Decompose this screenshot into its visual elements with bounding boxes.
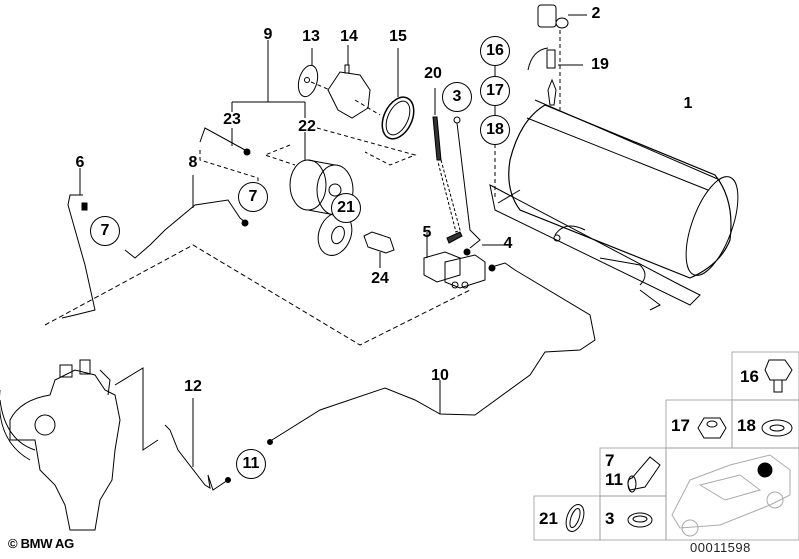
callout-9[interactable]: 9 bbox=[263, 26, 273, 43]
callout-4[interactable]: 4 bbox=[503, 235, 513, 252]
callout-22[interactable]: 22 bbox=[298, 118, 316, 135]
pipe-part-23[interactable] bbox=[199, 127, 259, 186]
legend-grid bbox=[533, 351, 799, 541]
callout-18[interactable]: 18 bbox=[480, 115, 510, 145]
callout-6[interactable]: 6 bbox=[75, 154, 85, 171]
callout-24[interactable]: 24 bbox=[371, 270, 389, 287]
callout-16[interactable]: 16 bbox=[480, 36, 510, 66]
legend-label-11: 11 bbox=[605, 470, 623, 489]
seal-ring-icon bbox=[627, 512, 653, 528]
callout-11[interactable]: 11 bbox=[236, 449, 266, 479]
flange-part-14[interactable] bbox=[327, 45, 381, 119]
sensor-part-19[interactable] bbox=[527, 47, 583, 106]
valve-block-part-5[interactable] bbox=[423, 232, 486, 289]
hex-nut-icon bbox=[697, 417, 727, 439]
legend-label-18: 18 bbox=[737, 416, 756, 435]
callout-3[interactable]: 3 bbox=[442, 82, 472, 112]
fitting-part-24[interactable] bbox=[363, 231, 395, 268]
washer-icon bbox=[761, 419, 793, 437]
callout-20[interactable]: 20 bbox=[424, 65, 442, 82]
o-ring-icon bbox=[565, 504, 585, 532]
seal-ring-part-15[interactable] bbox=[376, 48, 420, 144]
callout-7a[interactable]: 7 bbox=[238, 182, 268, 212]
callout-15[interactable]: 15 bbox=[389, 28, 407, 45]
callout-5[interactable]: 5 bbox=[422, 224, 432, 241]
callout-14[interactable]: 14 bbox=[340, 28, 358, 45]
legend-label-3: 3 bbox=[605, 509, 615, 528]
legend-label-16: 16 bbox=[740, 367, 759, 386]
callout-19[interactable]: 19 bbox=[591, 56, 609, 73]
diagram-number: 00011598 bbox=[690, 540, 751, 555]
pressure-regulator[interactable] bbox=[0, 359, 159, 531]
pipe-part-8[interactable] bbox=[124, 175, 249, 259]
callout-23[interactable]: 23 bbox=[223, 111, 241, 128]
pipe-part-10[interactable] bbox=[267, 262, 596, 445]
callout-12[interactable]: 12 bbox=[184, 378, 202, 395]
callout-17[interactable]: 17 bbox=[480, 76, 510, 106]
legend-label-21: 21 bbox=[539, 509, 558, 528]
pipe-part-6[interactable] bbox=[61, 168, 96, 319]
copyright-notice: © BMW AG bbox=[8, 536, 74, 551]
callout-13[interactable]: 13 bbox=[302, 28, 320, 45]
callout-8[interactable]: 8 bbox=[188, 154, 198, 171]
callout-2[interactable]: 2 bbox=[591, 5, 601, 22]
callout-21[interactable]: 21 bbox=[331, 193, 361, 223]
callout-10[interactable]: 10 bbox=[431, 367, 449, 384]
legend-label-7: 7 bbox=[605, 451, 615, 470]
callout-7b[interactable]: 7 bbox=[90, 216, 120, 246]
legend-label-17: 17 bbox=[671, 416, 690, 435]
washer-part-13[interactable] bbox=[295, 48, 331, 99]
pipe-part-4[interactable] bbox=[453, 116, 510, 256]
gas-tank[interactable] bbox=[489, 99, 749, 311]
valve-part-2[interactable] bbox=[537, 4, 587, 110]
callout-1[interactable]: 1 bbox=[683, 95, 693, 112]
bolt-icon bbox=[764, 359, 793, 393]
pipe-part-12[interactable] bbox=[164, 398, 231, 491]
car-location-icon bbox=[671, 454, 791, 537]
fitting-icon bbox=[627, 456, 661, 493]
rod-part-20[interactable] bbox=[432, 88, 463, 244]
